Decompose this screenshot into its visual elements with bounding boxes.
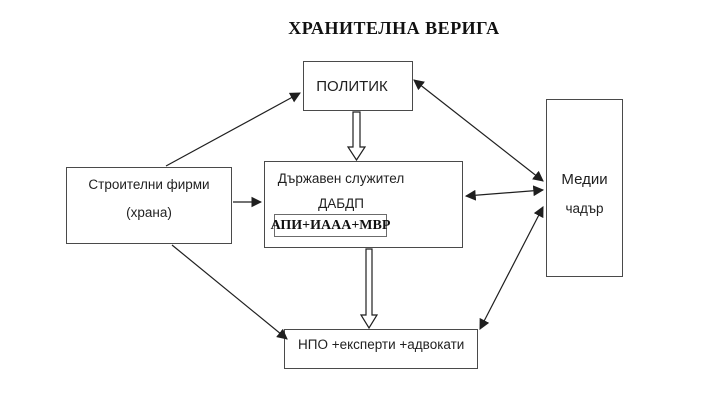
- arrow-construction-to-politician: [165, 92, 301, 167]
- node-construction-line1: Строителни фирми: [88, 177, 210, 192]
- arrow-official-media-two-way: [464, 185, 545, 201]
- node-ngo-label: НПО +експерти +адвокати: [298, 337, 465, 352]
- node-state-official: Държавен служител ДАБДП АПИ+ИААА+МВР: [264, 161, 463, 248]
- node-media-line2: чадър: [565, 200, 604, 216]
- node-state-official-badge: АПИ+ИААА+МВР: [271, 214, 390, 237]
- block-arrow-official-to-ngo: [359, 248, 379, 330]
- arrow-ngo-media-two-way: [479, 206, 544, 330]
- node-ngo: НПО +експерти +адвокати: [284, 329, 478, 369]
- node-state-official-text: Държавен служител ДАБДП: [265, 162, 462, 211]
- diagram-title: ХРАНИТЕЛНА ВЕРИГА: [288, 18, 500, 38]
- node-construction-firms: Строителни фирми (храна): [66, 167, 232, 244]
- arrow-construction-to-ngo: [171, 244, 288, 340]
- node-media: Медии чадър: [546, 99, 623, 277]
- node-media-line1: Медии: [561, 170, 608, 188]
- node-state-official-line1: Държавен служител: [277, 171, 405, 186]
- node-politician-label: ПОЛИТИК: [316, 77, 388, 95]
- node-construction-line2: (храна): [126, 205, 172, 220]
- node-politician: ПОЛИТИК: [303, 61, 413, 111]
- block-arrow-politician-to-official: [346, 111, 367, 162]
- node-state-official-line2: ДАБДП: [318, 196, 364, 211]
